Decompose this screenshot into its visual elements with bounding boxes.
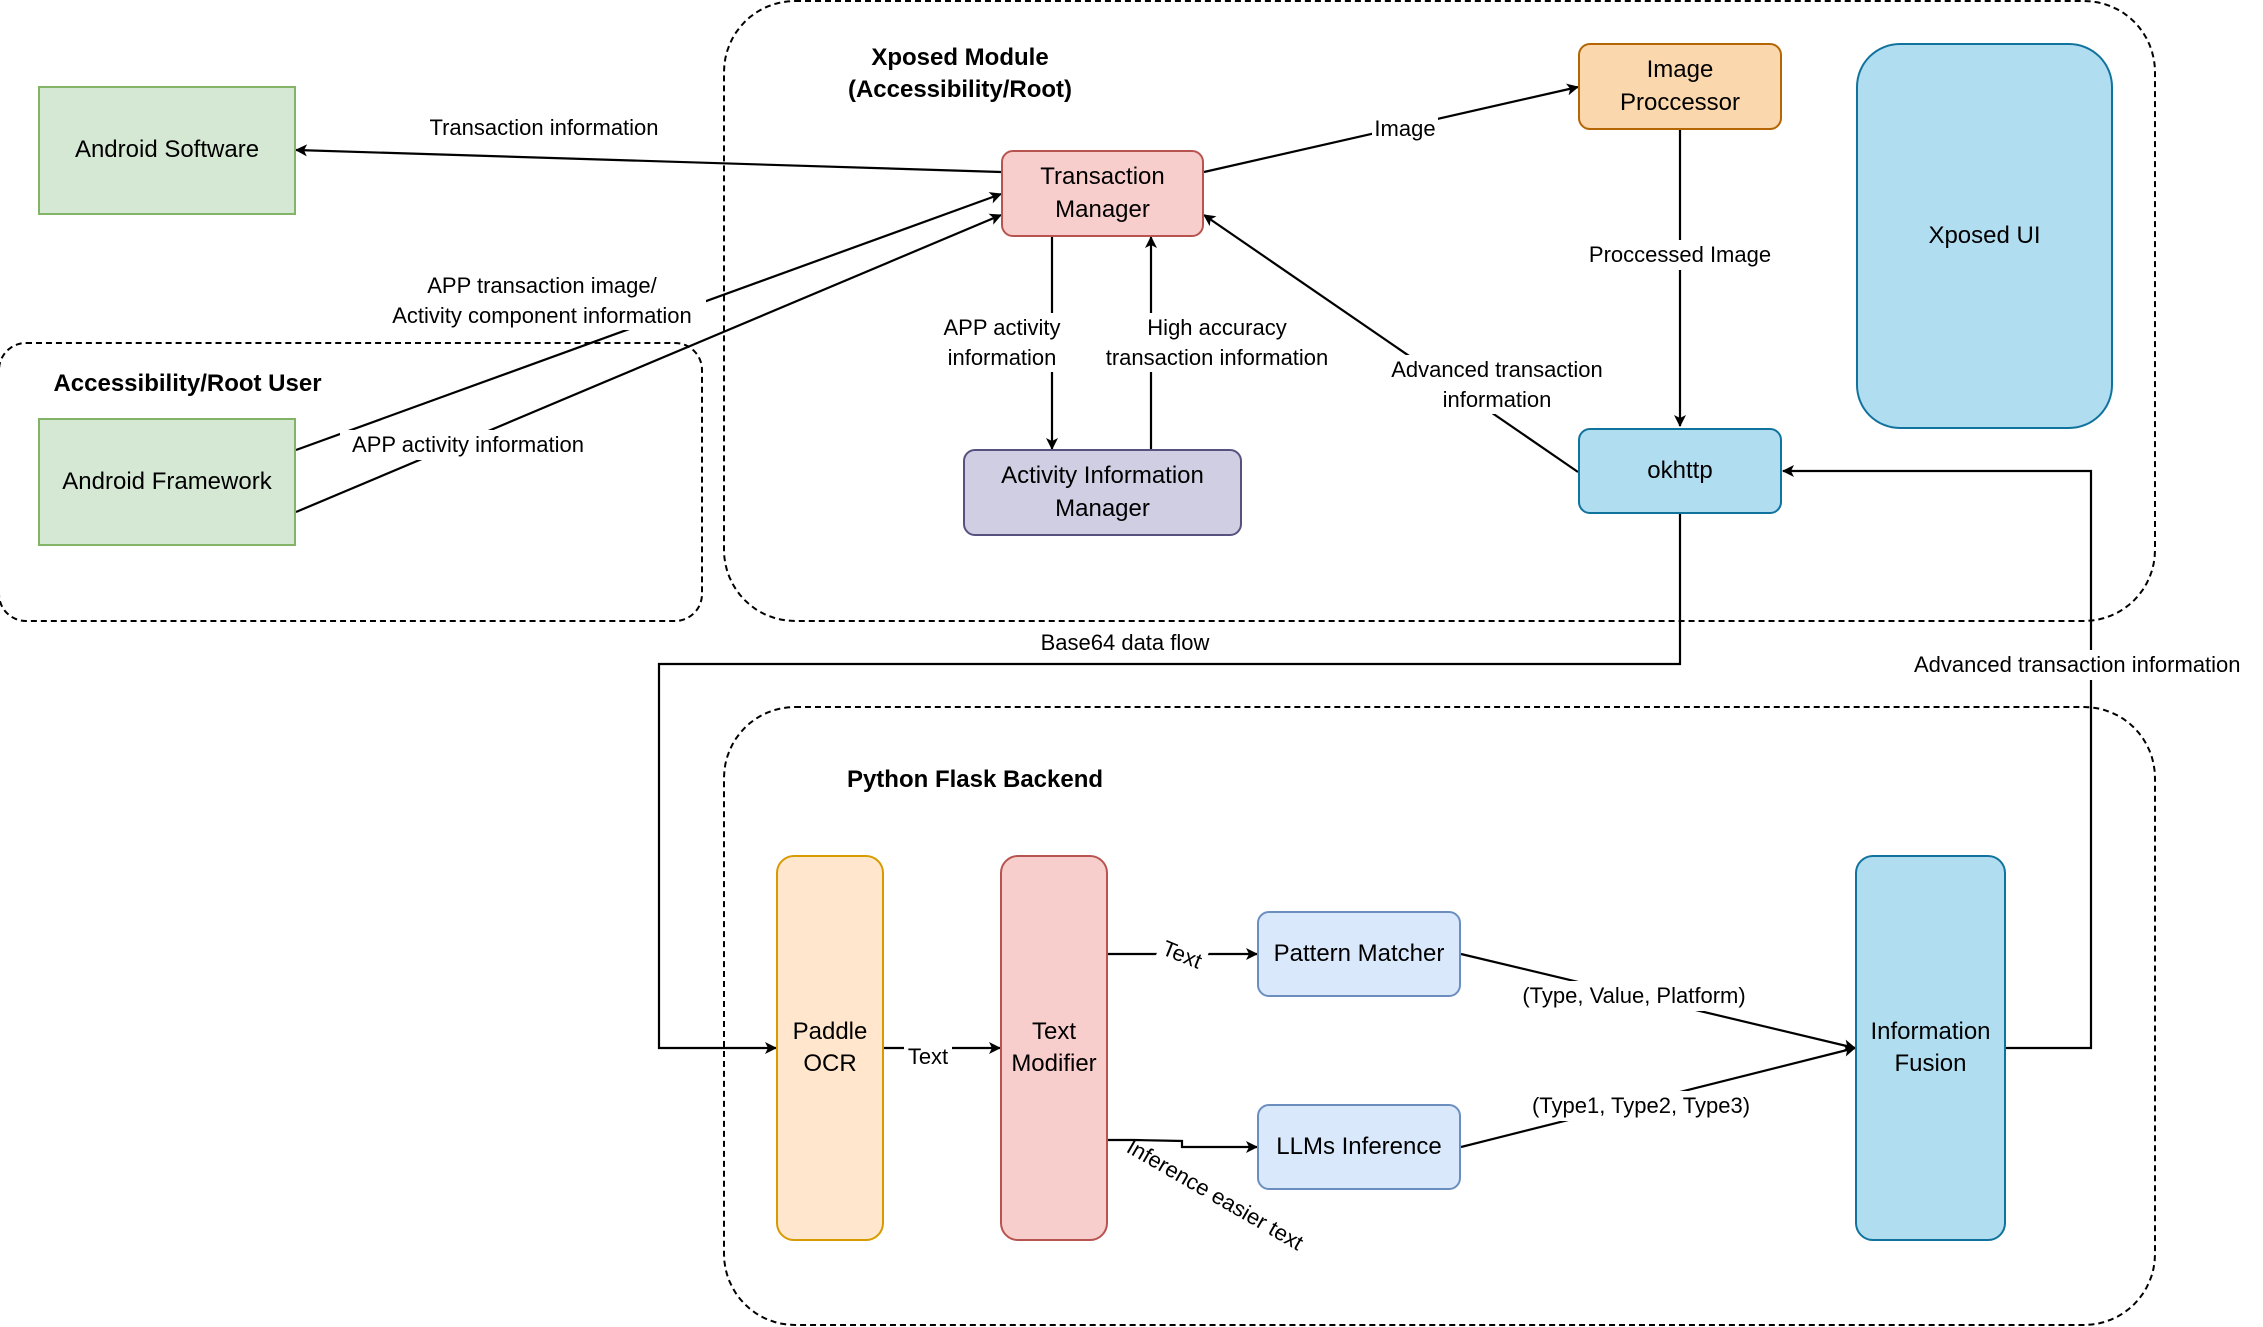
label-app-transaction-image: APP transaction image/ Activity componen… — [378, 271, 706, 331]
xposed-module-group — [723, 0, 2156, 622]
xposed-ui-node: Xposed UI — [1856, 43, 2113, 429]
information-fusion-node: Information Fusion — [1855, 855, 2006, 1241]
text-modifier-node: Text Modifier — [1000, 855, 1108, 1241]
llms-inference-node: LLMs Inference — [1257, 1104, 1461, 1190]
label-image: Image — [1372, 114, 1438, 144]
label-base64-data-flow: Base64 data flow — [1030, 628, 1220, 658]
xposed-module-title: Xposed Module (Accessibility/Root) — [847, 44, 1073, 104]
label-text-ocr: Text — [904, 1042, 952, 1072]
label-advanced-transaction-right: Advanced transaction information — [1914, 650, 2263, 680]
label-high-accuracy: High accuracy transaction information — [1094, 313, 1340, 373]
label-processed-image: Proccessed Image — [1580, 240, 1780, 270]
okhttp-node: okhttp — [1578, 428, 1782, 514]
edge-app-activity-information — [295, 213, 1002, 514]
android-framework-node: Android Framework — [38, 418, 296, 546]
edge-transaction-information — [295, 144, 1002, 174]
label-type123: (Type1, Type2, Type3) — [1524, 1091, 1758, 1121]
edge-advanced-transaction-left — [1203, 214, 1579, 473]
label-app-activity-down: APP activity information — [932, 313, 1072, 373]
paddle-ocr-node: Paddle OCR — [776, 855, 884, 1241]
label-app-activity-information: APP activity information — [340, 430, 596, 460]
activity-information-manager-node: Activity Information Manager — [963, 449, 1242, 536]
accessibility-root-group — [0, 342, 703, 622]
label-advanced-transaction-left: Advanced transaction information — [1378, 355, 1616, 415]
android-software-node: Android Software — [38, 86, 296, 215]
edge-inference-easier — [1108, 1138, 1258, 1153]
transaction-manager-node: Transaction Manager — [1001, 150, 1204, 237]
edge-advanced-transaction-right — [1782, 465, 2093, 1050]
label-transaction-information: Transaction information — [416, 113, 672, 143]
label-type-value-platform: (Type, Value, Platform) — [1512, 981, 1756, 1011]
image-processor-node: Image Proccessor — [1578, 43, 1782, 130]
pattern-matcher-node: Pattern Matcher — [1257, 911, 1461, 997]
python-flask-backend-title: Python Flask Backend — [846, 766, 1104, 793]
accessibility-root-title: Accessibility/Root User — [53, 370, 322, 397]
edge-base64-data-flow — [657, 513, 1682, 1054]
python-flask-backend-group — [723, 706, 2156, 1326]
